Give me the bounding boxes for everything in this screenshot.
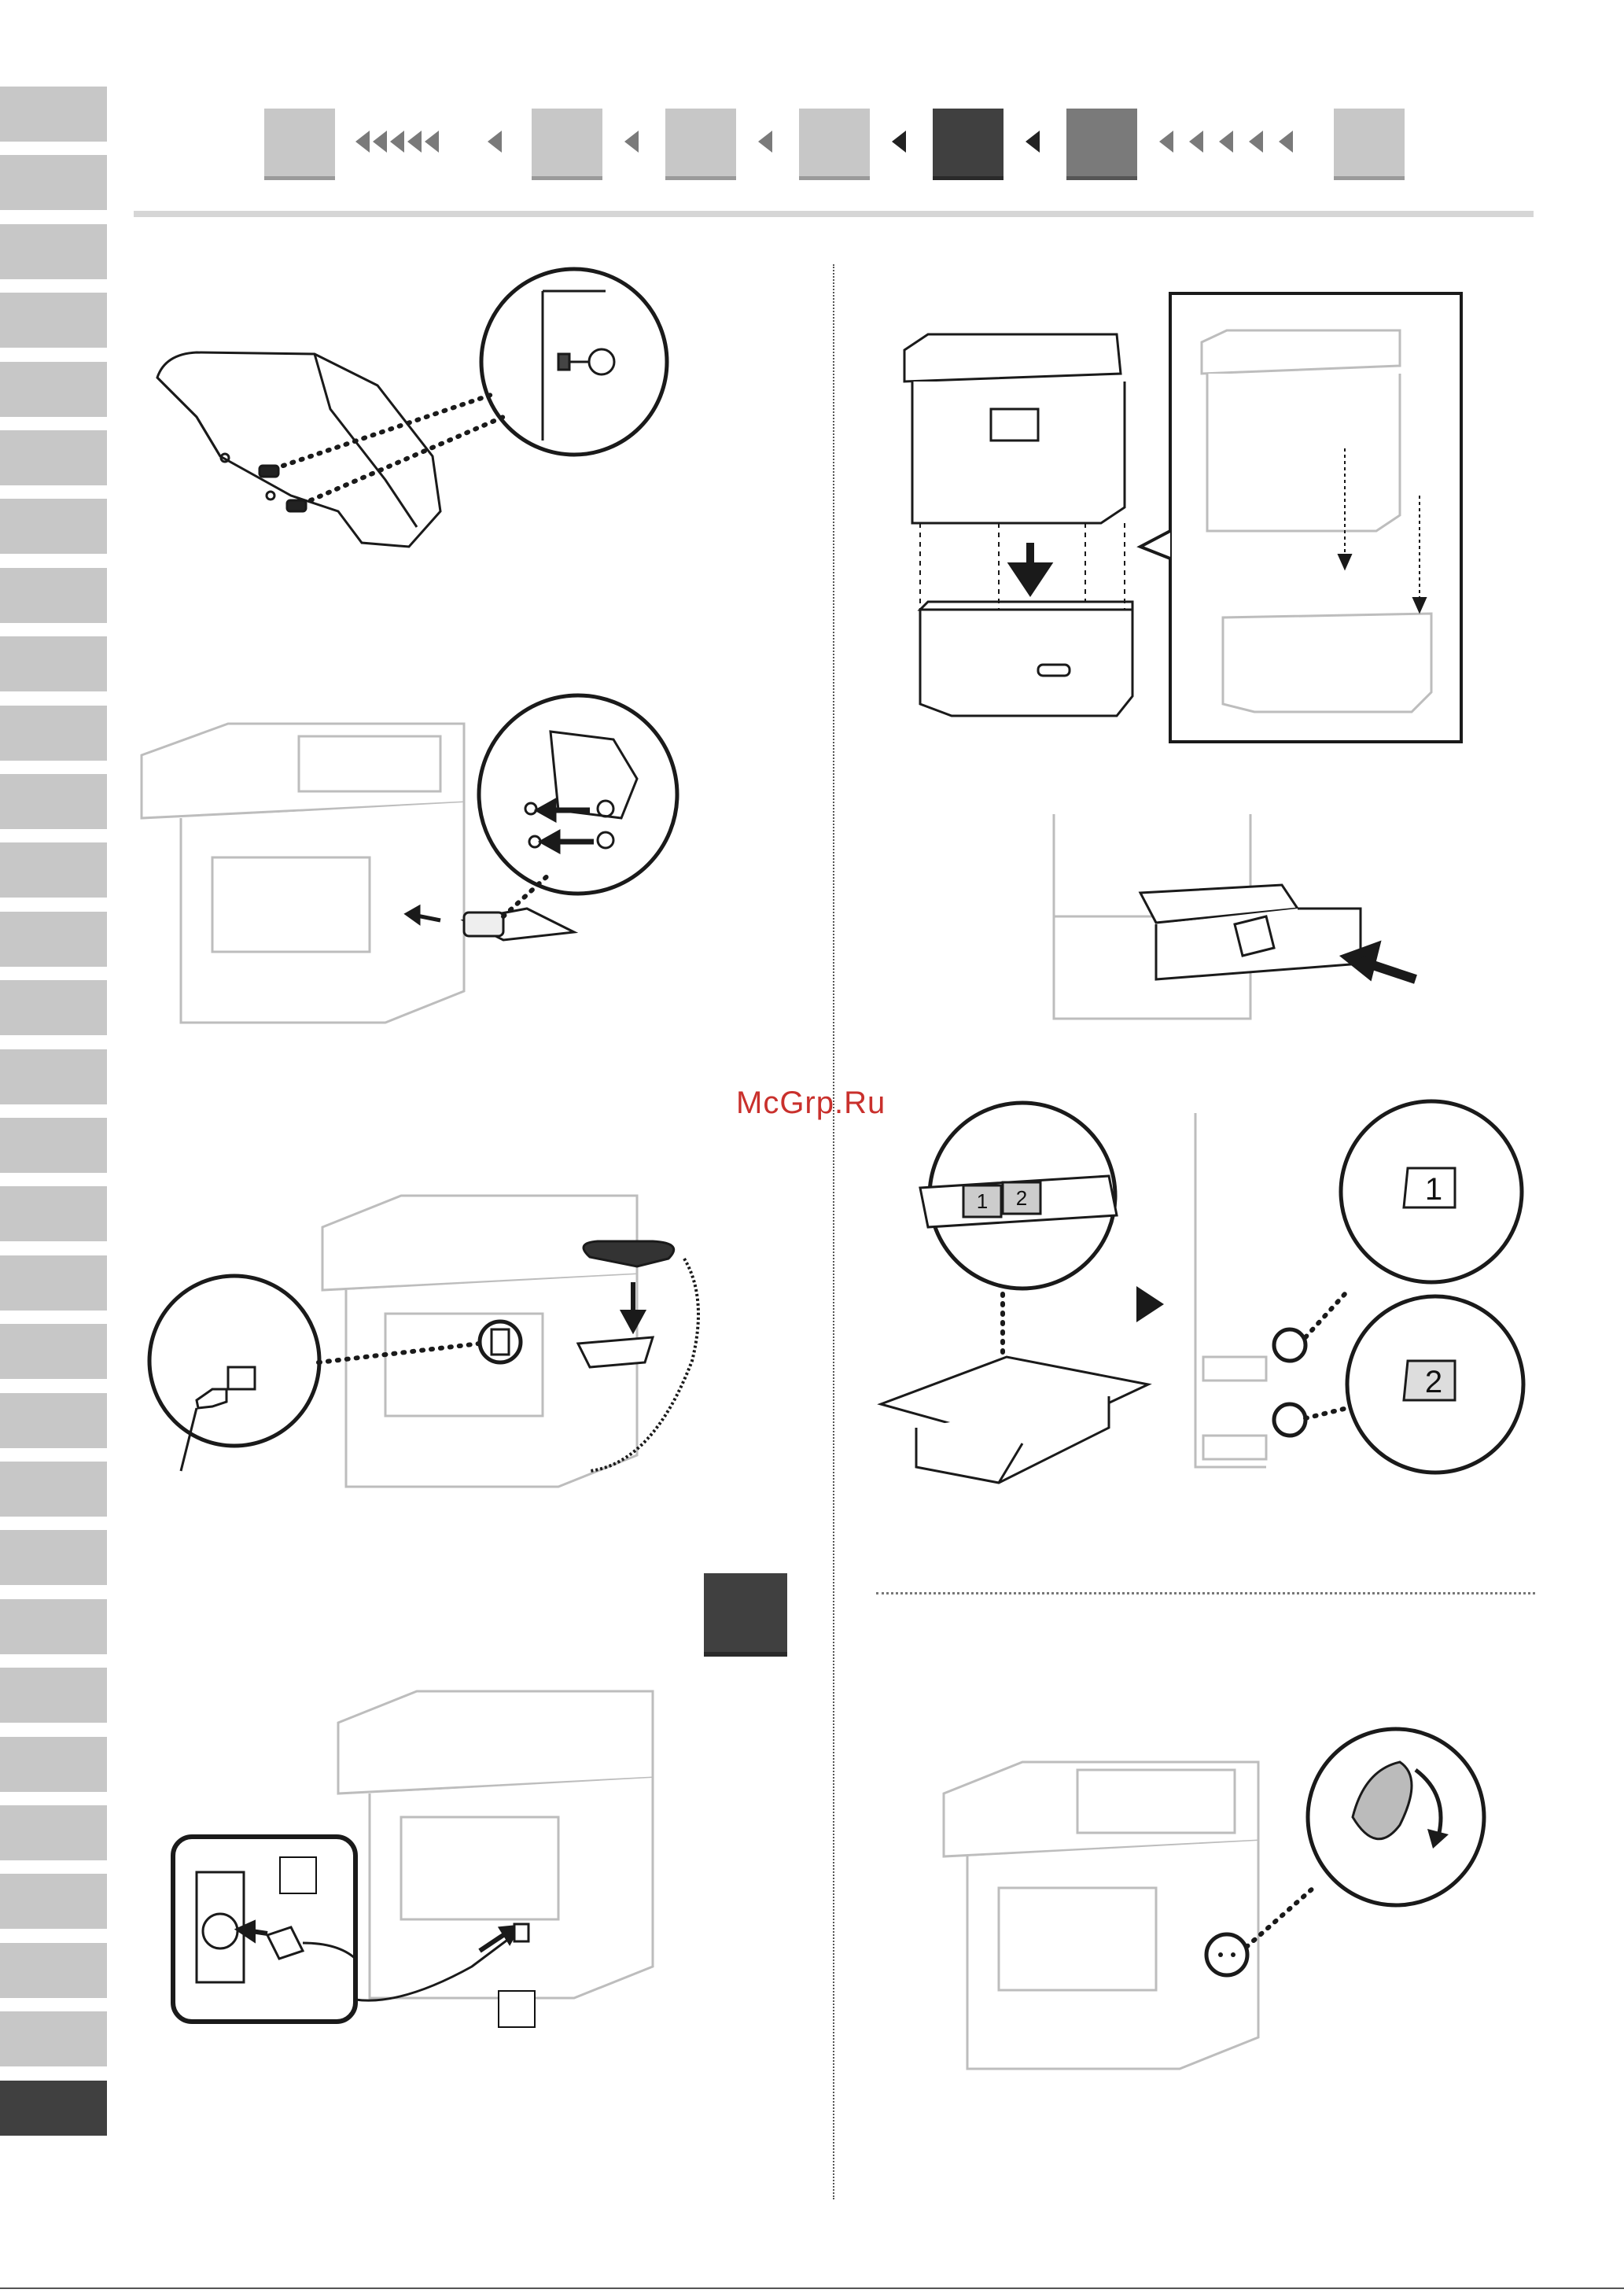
chevron-left-icon	[624, 131, 639, 153]
side-tab[interactable]	[0, 980, 107, 1035]
paper-drawer-insert-illustration	[1046, 806, 1486, 1027]
chevron-left-icon	[1219, 131, 1233, 153]
side-tab[interactable]	[0, 1805, 107, 1860]
chevron-left-icon	[1279, 131, 1293, 153]
label-sheet-one: 1	[977, 1189, 988, 1213]
chevron-left-icon	[355, 131, 370, 153]
footer-line	[0, 2287, 1624, 2289]
chevron-left-icon	[1249, 131, 1263, 153]
side-tab[interactable]	[0, 1393, 107, 1448]
label-sheet-two: 2	[1016, 1186, 1027, 1210]
side-tab[interactable]	[0, 362, 107, 417]
chevron-left-icon	[1026, 131, 1040, 153]
side-tab[interactable]	[0, 430, 107, 485]
drawer-labels-illustration: 1 2 1 2	[873, 1097, 1541, 1499]
side-tab[interactable]	[0, 1668, 107, 1723]
sticker-one: 1	[1425, 1172, 1442, 1207]
side-tab[interactable]	[0, 1324, 107, 1379]
checkbox-icon	[498, 1990, 536, 2028]
chevron-left-icon	[1189, 131, 1203, 153]
header-divider	[134, 211, 1534, 217]
chevron-left-icon	[373, 131, 387, 153]
side-tab[interactable]	[0, 2011, 107, 2066]
chevron-left-icon	[425, 131, 439, 153]
watermark-text: McGrp.Ru	[736, 1086, 886, 1121]
side-tab[interactable]	[0, 224, 107, 279]
side-tab[interactable]	[0, 842, 107, 898]
step-box-4	[799, 109, 870, 180]
side-tab[interactable]	[0, 1049, 107, 1104]
side-tab[interactable]	[0, 87, 107, 142]
checkbox-icon	[279, 1856, 317, 1894]
side-tab-active[interactable]	[0, 2081, 107, 2136]
side-tab[interactable]	[0, 568, 107, 623]
side-tab[interactable]	[0, 1186, 107, 1241]
cassette-feeder-install-illustration	[897, 287, 1479, 743]
step-box-7	[1334, 109, 1405, 180]
step-box-6	[1066, 109, 1137, 180]
power-cord-illustration	[165, 1660, 731, 2053]
sticker-two: 2	[1425, 1365, 1442, 1399]
side-tab[interactable]	[0, 499, 107, 554]
side-tab[interactable]	[0, 1599, 107, 1654]
chevron-left-icon	[892, 131, 906, 153]
side-tab[interactable]	[0, 774, 107, 829]
chevron-left-icon	[390, 131, 404, 153]
chevron-left-icon	[758, 131, 772, 153]
side-tab[interactable]	[0, 1737, 107, 1792]
step-box-2	[532, 109, 602, 180]
step-box-3	[665, 109, 736, 180]
chevron-left-icon	[488, 131, 502, 153]
side-tab[interactable]	[0, 636, 107, 691]
step-badge	[704, 1573, 787, 1657]
side-tab[interactable]	[0, 912, 107, 967]
chevron-left-icon	[407, 131, 422, 153]
printer-handset-holder-illustration	[134, 692, 700, 1038]
side-tab[interactable]	[0, 1118, 107, 1173]
side-tab[interactable]	[0, 1462, 107, 1517]
step-box-1	[264, 109, 335, 180]
section-divider	[876, 1592, 1535, 1594]
step-box-5-current	[933, 109, 1003, 180]
column-divider	[833, 264, 834, 2199]
side-tab[interactable]	[0, 293, 107, 348]
side-tab[interactable]	[0, 1874, 107, 1929]
side-tab[interactable]	[0, 1530, 107, 1585]
side-tab[interactable]	[0, 1943, 107, 1998]
side-tab[interactable]	[0, 155, 107, 210]
telephone-line-illustration	[149, 1156, 716, 1510]
remove-seal-illustration	[936, 1723, 1502, 2085]
handset-screws-illustration	[149, 260, 731, 574]
side-tab[interactable]	[0, 706, 107, 761]
chevron-left-icon	[1159, 131, 1173, 153]
side-tab[interactable]	[0, 1255, 107, 1311]
